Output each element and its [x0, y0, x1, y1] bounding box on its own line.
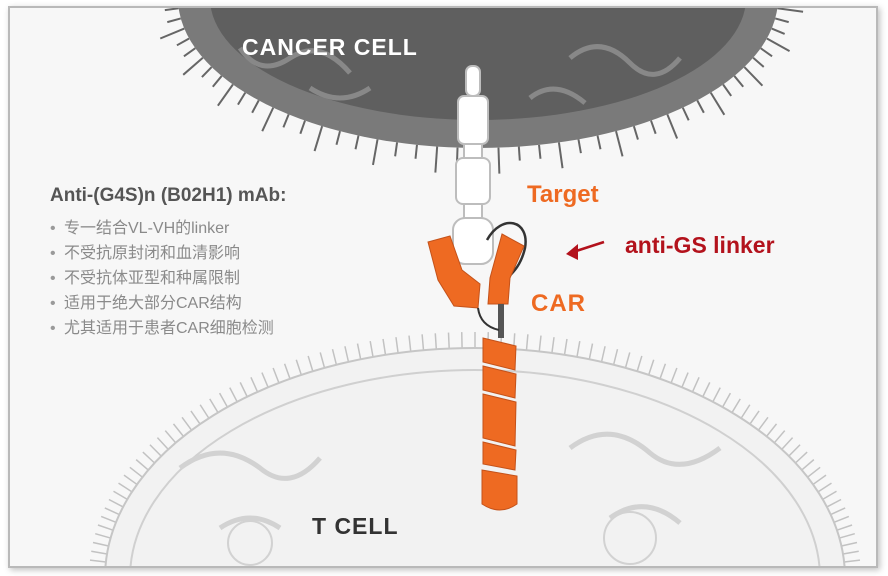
car-t-diagram	[89, 8, 861, 566]
bullet-icon: •	[50, 295, 56, 312]
diagram-frame: CANCER CELL T CELL Target CAR anti-GS li…	[8, 6, 878, 568]
antibody-title: Anti-(G4S)n (B02H1) mAb:	[50, 185, 287, 206]
t-cell	[89, 332, 861, 566]
target-antigen	[452, 65, 494, 265]
linker-connector	[477, 307, 500, 331]
bullet-icon: •	[50, 220, 56, 237]
bullet-icon: •	[50, 320, 56, 337]
target-label: Target	[527, 181, 599, 208]
list-item: •尤其适用于患者CAR细胞检测	[50, 316, 274, 341]
bullet-icon: •	[50, 270, 56, 287]
cancer-cell-label: CANCER CELL	[242, 34, 418, 60]
anti-gs-linker-label: anti-GS linker	[625, 232, 775, 258]
list-item: •不受抗原封闭和血清影响	[50, 241, 274, 266]
list-item: •不受抗体亚型和种属限制	[50, 266, 274, 291]
pointer-arrow-icon	[566, 240, 605, 260]
list-item: •适用于绝大部分CAR结构	[50, 291, 274, 316]
list-item: •专一结合VL-VH的linker	[50, 216, 274, 241]
car-receptor	[427, 233, 525, 511]
bullet-icon: •	[50, 245, 56, 262]
t-cell-label: T CELL	[312, 513, 399, 539]
car-label: CAR	[531, 290, 586, 317]
antibody-feature-list: •专一结合VL-VH的linker •不受抗原封闭和血清影响 •不受抗体亚型和种…	[50, 216, 274, 341]
